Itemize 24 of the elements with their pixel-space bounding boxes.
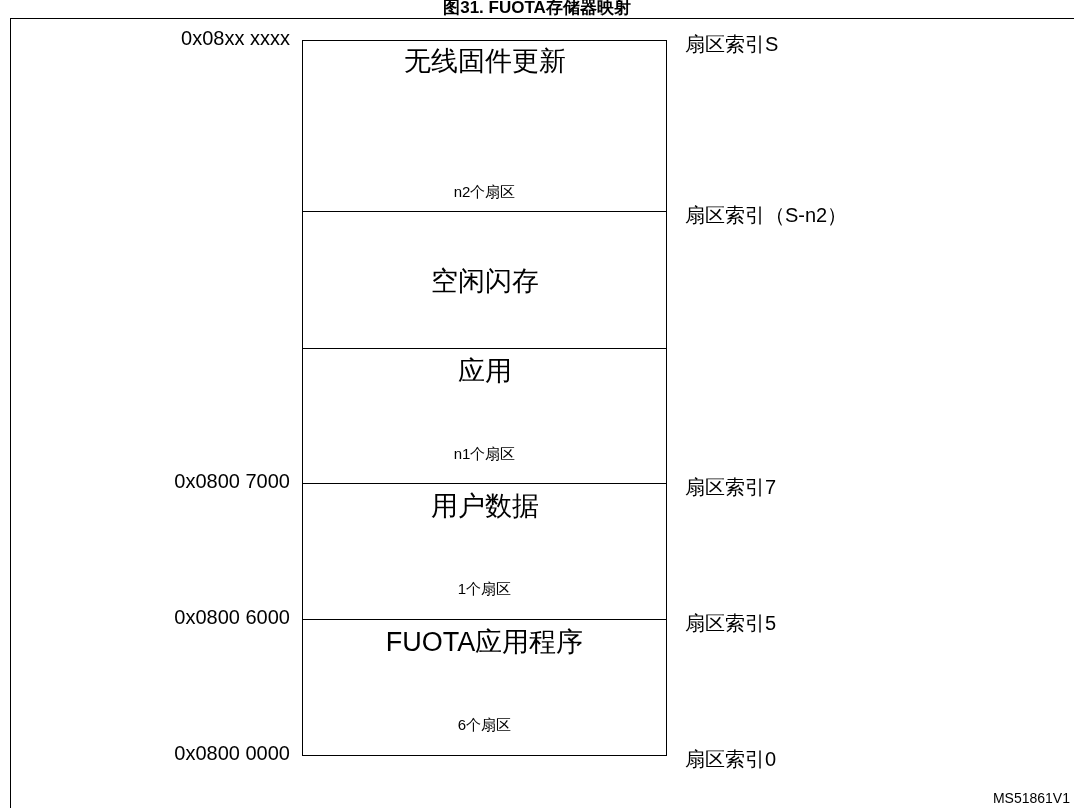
memory-region: [302, 348, 667, 484]
address-label: 0x0800 0000: [174, 742, 290, 765]
region-name: 无线固件更新: [402, 45, 567, 78]
sector-index-label: 扇区索引7: [685, 475, 777, 500]
sector-count: 6个扇区: [456, 716, 513, 735]
sector-count: n1个扇区: [452, 445, 517, 464]
memory-region: [302, 619, 667, 756]
sector-index-label: 扇区索引5: [685, 611, 777, 636]
sector-index-label: 扇区索引（S-n2）: [685, 203, 848, 228]
figure-id: MS51861V1: [992, 790, 1070, 806]
memory-region: [302, 40, 667, 212]
region-name: FUOTA应用程序: [384, 626, 585, 659]
region-name: 应用: [456, 355, 513, 388]
memory-region: [302, 211, 667, 349]
sector-count: n2个扇区: [452, 183, 517, 202]
region-name: 用户数据: [429, 490, 540, 523]
sector-index-label: 扇区索引0: [685, 747, 777, 772]
sector-index-label: 扇区索引S: [685, 32, 779, 57]
region-name: 空闲闪存: [429, 264, 540, 298]
address-label: 0x0800 7000: [174, 470, 290, 493]
address-label: 0x0800 6000: [174, 606, 290, 629]
memory-region: [302, 483, 667, 620]
sector-count: 1个扇区: [456, 580, 513, 599]
address-label: 0x08xx xxxx: [181, 27, 290, 50]
